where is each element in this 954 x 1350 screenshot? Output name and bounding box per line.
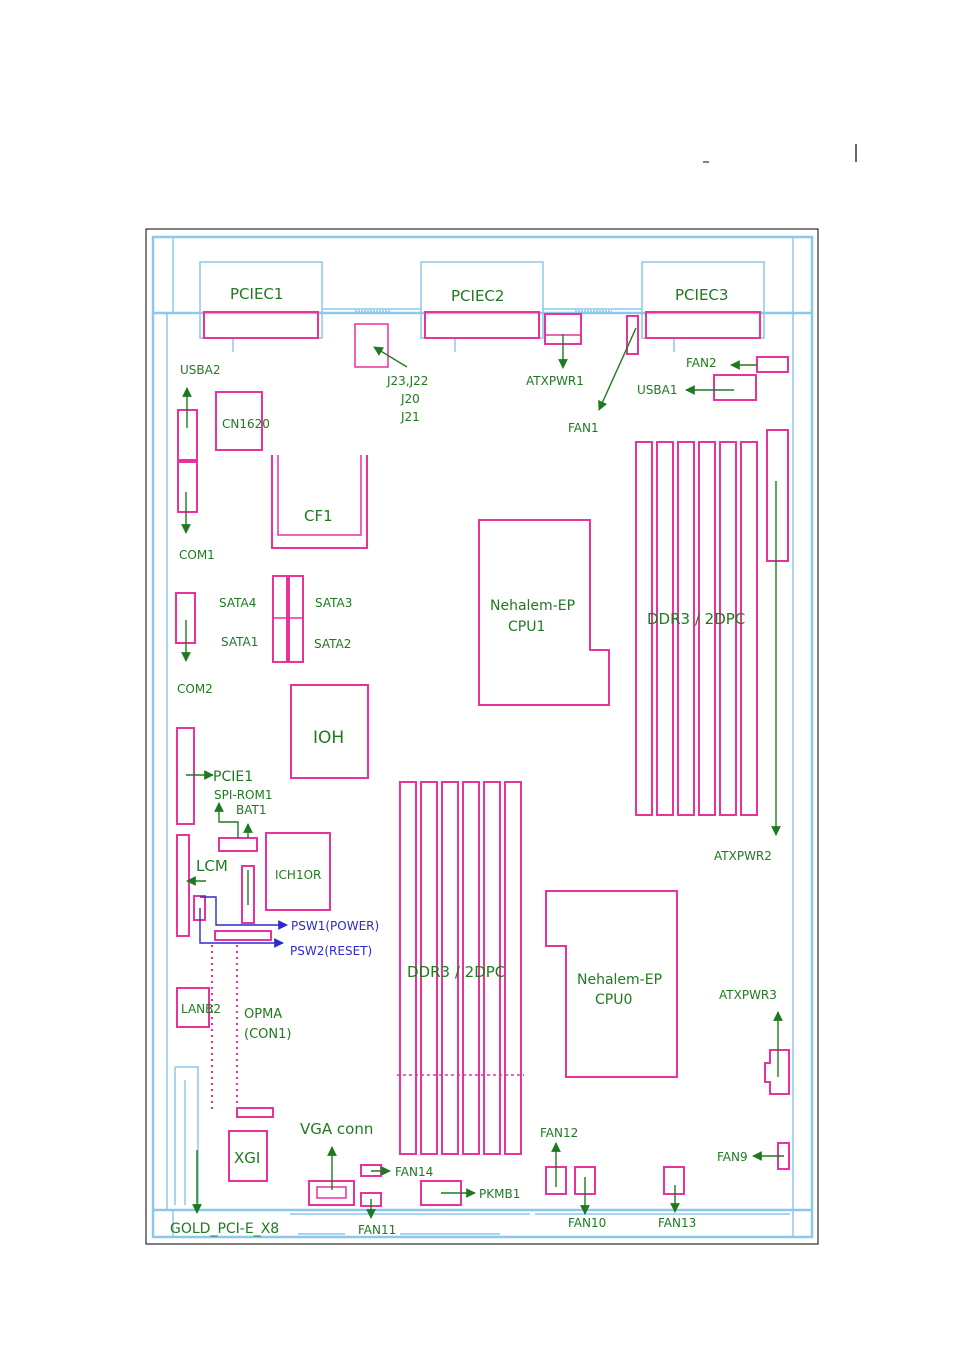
label-j21: J21 (400, 410, 420, 424)
small-header (214, 930, 272, 941)
label-j20: J20 (400, 392, 420, 406)
pciec1-slot (203, 311, 319, 339)
ich10r-chip (265, 832, 331, 911)
label-lanb2: LANB2 (181, 1002, 221, 1016)
label-con1: (CON1) (244, 1027, 291, 1042)
label-psw2: PSW2(RESET) (290, 944, 372, 958)
label-sata1: SATA1 (221, 635, 258, 649)
fan1-connector (626, 315, 639, 355)
label-opma: OPMA (244, 1007, 282, 1022)
cf1-socket (271, 455, 368, 549)
lcm-connector (176, 834, 190, 937)
label-lcm: LCM (196, 857, 228, 875)
cpu0-socket (545, 890, 678, 1078)
label-fan11: FAN11 (358, 1223, 396, 1237)
atxpwr3-connector (764, 1049, 790, 1095)
label-fan2: FAN2 (686, 356, 717, 370)
cpu1-socket (478, 519, 610, 706)
label-usba2: USBA2 (180, 363, 220, 377)
label-xgi: XGI (234, 1149, 260, 1167)
label-atxpwr1: ATXPWR1 (526, 374, 584, 388)
blue-arrows (199, 896, 288, 948)
label-fan10: FAN10 (568, 1216, 606, 1230)
label-sata4: SATA4 (219, 596, 256, 610)
label-cpu1: CPU1 (508, 619, 545, 635)
label-fan12: FAN12 (540, 1126, 578, 1140)
small-header (241, 865, 255, 924)
label-com1: COM1 (179, 548, 215, 562)
label-atxpwr3: ATXPWR3 (719, 988, 777, 1002)
ioh-chip (290, 684, 369, 779)
label-j23-j22: J23,J22 (386, 374, 428, 388)
xgi-chip (228, 1130, 268, 1182)
figure-frame (145, 228, 819, 1245)
label-com2: COM2 (177, 682, 213, 696)
pciec3-slot (645, 311, 761, 339)
label-ddr3-upper: DDR3 / 2DPC (647, 610, 745, 628)
usba1-connector (713, 374, 757, 401)
fan13-connector (663, 1166, 685, 1195)
label-fan13: FAN13 (658, 1216, 696, 1230)
label-pciec1: PCIEC1 (230, 285, 283, 303)
label-fan1: FAN1 (568, 421, 599, 435)
spi-rom1-chip (218, 837, 258, 852)
atxpwr2-connector (766, 429, 789, 562)
label-pciec3: PCIEC3 (675, 286, 728, 304)
label-ioh: IOH (313, 728, 344, 748)
label-cpu0-name: Nehalem-EP (577, 972, 662, 988)
label-fan9: FAN9 (717, 1150, 748, 1164)
ddr3-upper-dimms (635, 441, 758, 816)
label-usba1: USBA1 (637, 383, 677, 397)
label-pkmb1: PKMB1 (479, 1187, 520, 1201)
fan2-connector (756, 356, 789, 373)
label-fan14: FAN14 (395, 1165, 433, 1179)
label-ddr3-lower: DDR3 / 2DPC (407, 963, 505, 981)
label-atxpwr2: ATXPWR2 (714, 849, 772, 863)
green-arrows (181, 327, 784, 1219)
label-sata3: SATA3 (315, 596, 352, 610)
label-gold-pci: GOLD_PCI-E_X8 (170, 1221, 279, 1237)
cn1620-chip (215, 391, 263, 451)
label-bat1: BAT1 (236, 803, 266, 817)
label-cpu0: CPU0 (595, 992, 632, 1008)
label-psw1: PSW1(POWER) (291, 919, 379, 933)
lanb2-connector (176, 987, 210, 1028)
sata-connectors (272, 575, 288, 663)
label-spi-rom1: SPI-ROM1 (214, 788, 273, 802)
com1-connector (177, 461, 198, 513)
label-cpu1-name: Nehalem-EP (490, 598, 575, 614)
label-ich10r: ICH1OR (275, 868, 321, 882)
pcie1-slot (176, 727, 195, 825)
ddr3-lower-dimms (397, 781, 524, 1155)
labels: PCIEC1 PCIEC2 PCIEC3 USBA2 CN1620 J23,J2… (170, 285, 777, 1237)
label-pciec2: PCIEC2 (451, 287, 504, 305)
label-sata2: SATA2 (314, 637, 351, 651)
components (175, 311, 790, 1207)
label-cf1: CF1 (304, 507, 333, 525)
label-pcie1: PCIE1 (213, 769, 253, 785)
j23-j22-header (354, 323, 389, 368)
label-vga-conn: VGA conn (300, 1120, 373, 1138)
label-cn1620: CN1620 (222, 417, 270, 431)
pciec2-slot (424, 311, 540, 339)
